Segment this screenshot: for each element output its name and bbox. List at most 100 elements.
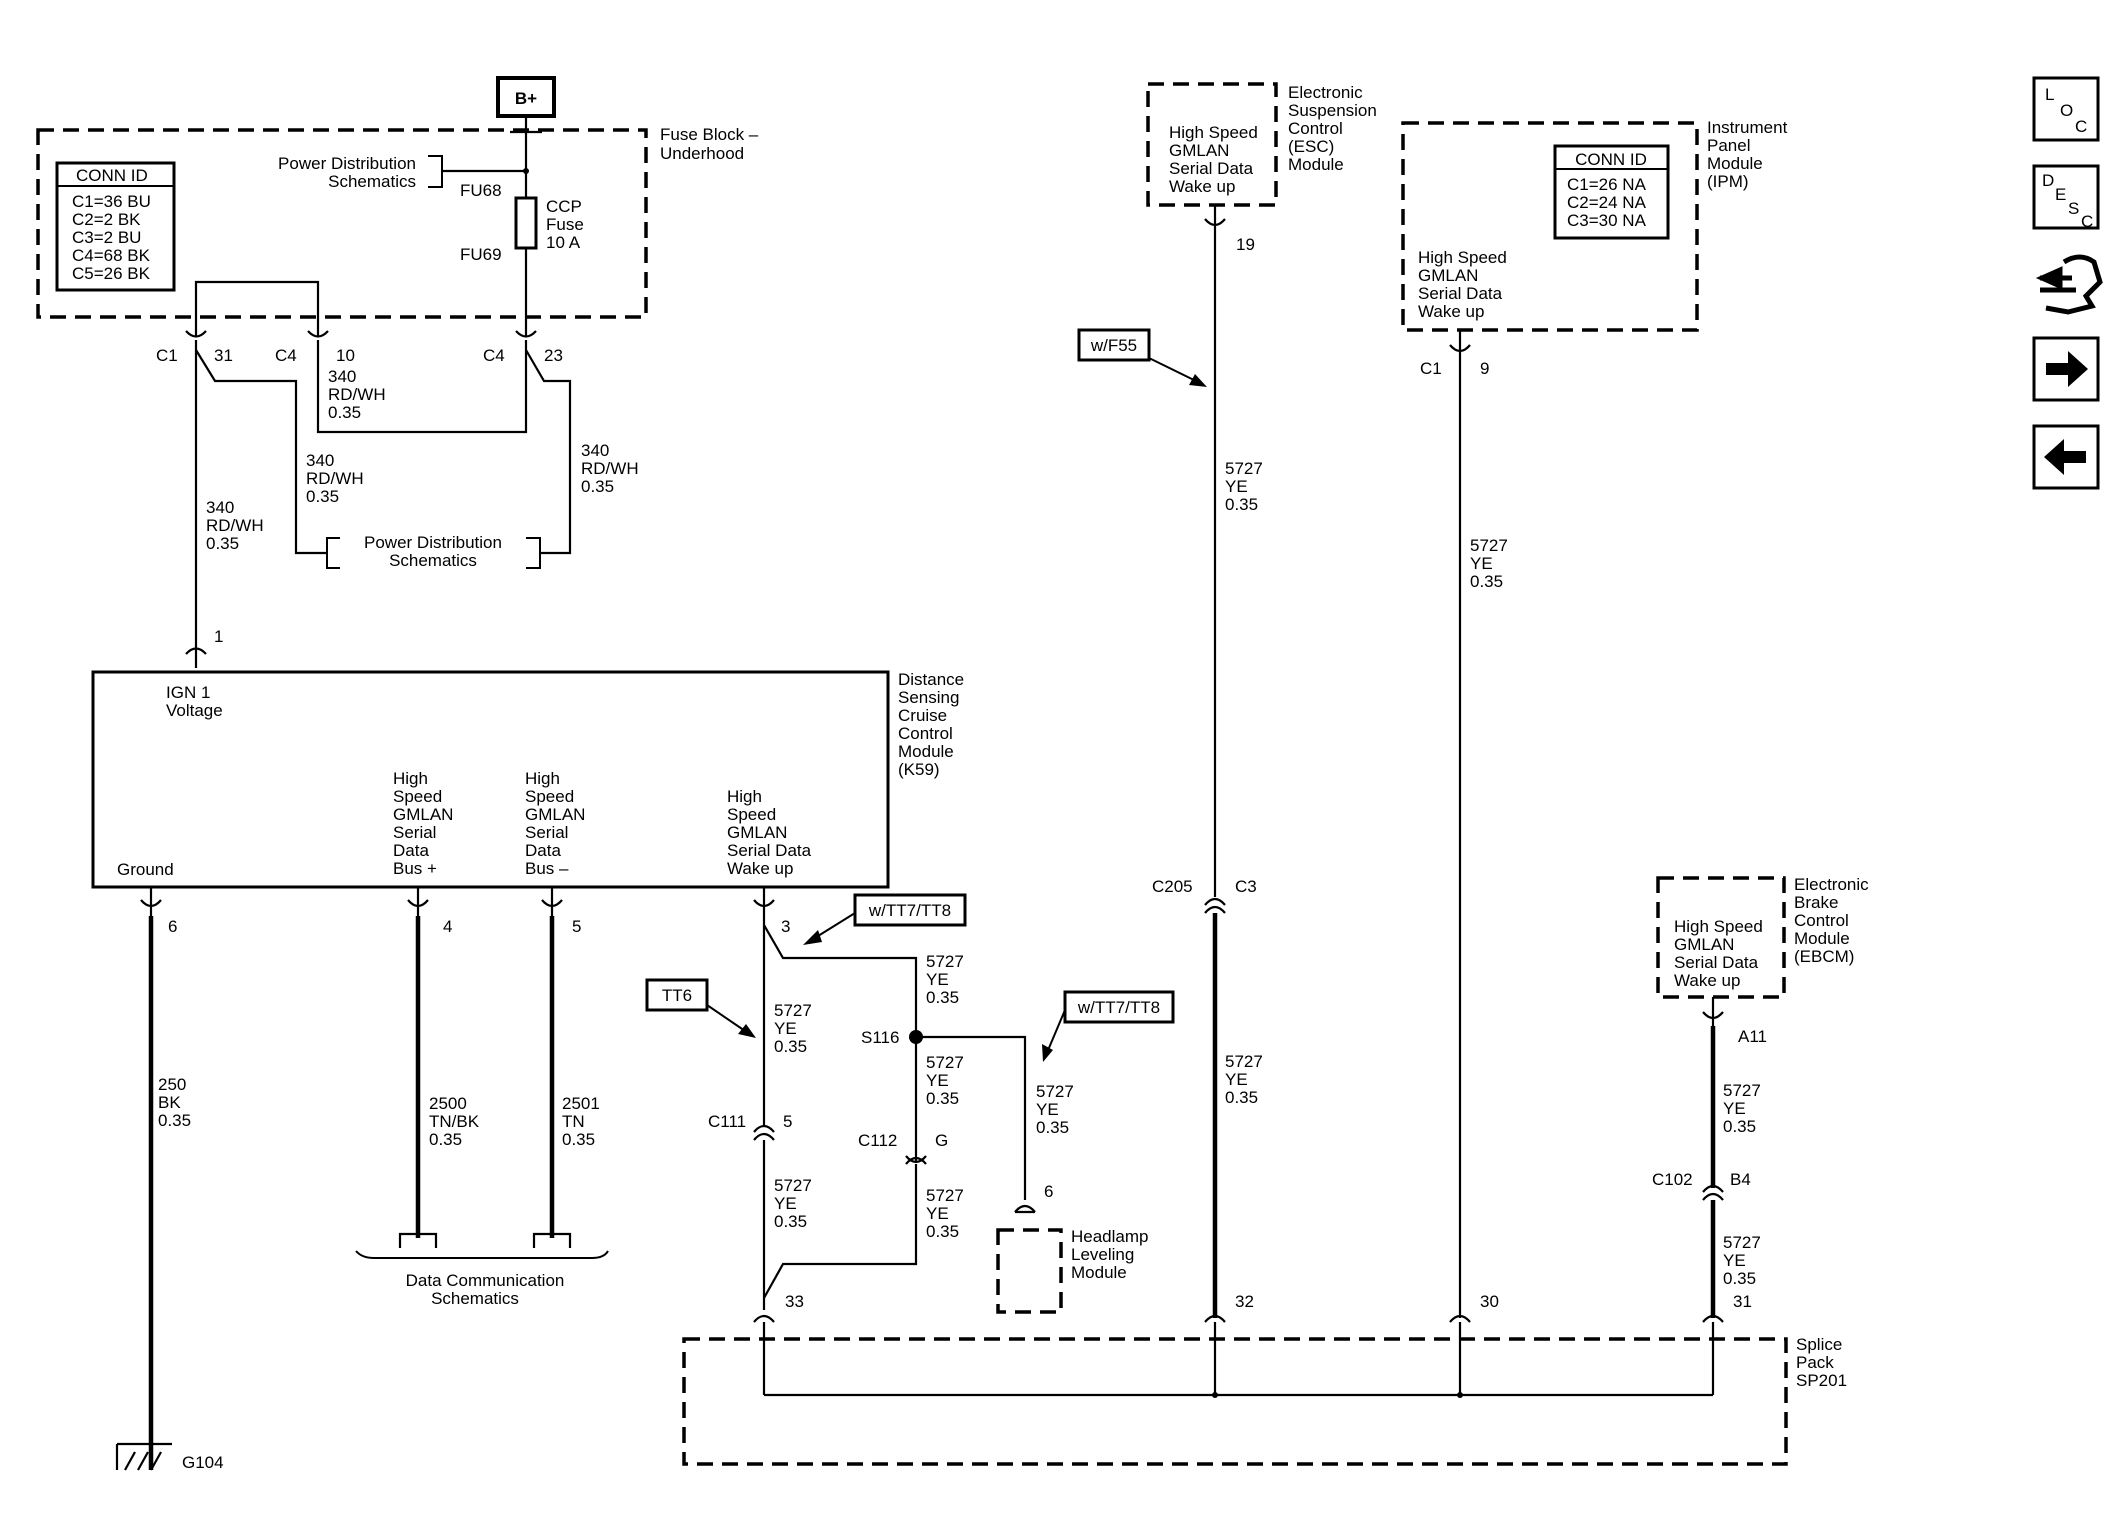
svg-text:0.35: 0.35 [1225, 495, 1258, 514]
svg-text:C112: C112 [858, 1131, 897, 1150]
svg-text:L: L [2045, 85, 2054, 104]
svg-text:B4: B4 [1730, 1170, 1751, 1189]
wire-label-5727: 5727 YE 0.35 [1723, 1233, 1761, 1288]
svg-text:G: G [935, 1131, 948, 1150]
svg-text:5727: 5727 [1723, 1081, 1761, 1100]
svg-text:9: 9 [1480, 359, 1489, 378]
svg-text:5727: 5727 [1723, 1233, 1761, 1252]
previous-page-button[interactable] [2032, 424, 2100, 490]
ground-g104: G104 [115, 1442, 224, 1472]
svg-text:D: D [2042, 171, 2054, 190]
svg-text:C111: C111 [708, 1112, 746, 1131]
svg-text:30: 30 [1480, 1292, 1499, 1311]
svg-text:YE: YE [1225, 477, 1248, 496]
conn-id-item: C1=36 BU [72, 192, 151, 211]
svg-text:IGN 1: IGN 1 [166, 683, 210, 702]
svg-text:RD/WH: RD/WH [328, 385, 386, 404]
svg-text:5727: 5727 [1225, 1052, 1263, 1071]
svg-text:10 A: 10 A [546, 233, 581, 252]
svg-text:10: 10 [336, 346, 355, 365]
fu68-label: FU68 [460, 181, 502, 200]
splice-s116 [909, 1030, 923, 1044]
wire-label-340: 340 RD/WH 0.35 [581, 441, 639, 496]
conn-id-item: C3=2 BU [72, 228, 141, 247]
conn-id-item: C5=26 BK [72, 264, 151, 283]
wire-label-5727: 5727 YE 0.35 [1225, 459, 1263, 514]
svg-text:6: 6 [1044, 1182, 1053, 1201]
svg-text:Instrument: Instrument [1707, 118, 1788, 137]
svg-text:BK: BK [158, 1093, 181, 1112]
connector-c1: C1 [156, 346, 178, 365]
svg-text:0.35: 0.35 [1225, 1088, 1258, 1107]
connector-c4: C4 [483, 346, 505, 365]
splice-pack-sp201: Splice Pack SP201 33 32 30 31 [682, 1292, 1847, 1466]
svg-text:5727: 5727 [926, 1186, 964, 1205]
svg-text:0.35: 0.35 [581, 477, 614, 496]
svg-text:GMLAN: GMLAN [1169, 141, 1229, 160]
svg-text:RD/WH: RD/WH [306, 469, 364, 488]
svg-text:Serial Data: Serial Data [1418, 284, 1503, 303]
svg-text:0.35: 0.35 [562, 1130, 595, 1149]
wire-label-5727: 5727 YE 0.35 [926, 952, 964, 1007]
svg-text:0.35: 0.35 [158, 1111, 191, 1130]
svg-text:Wake up: Wake up [1169, 177, 1235, 196]
svg-text:Schematics: Schematics [328, 172, 416, 191]
svg-text:5: 5 [572, 917, 581, 936]
svg-text:Headlamp: Headlamp [1071, 1227, 1149, 1246]
svg-text:YE: YE [1470, 554, 1493, 573]
svg-text:Sensing: Sensing [898, 688, 959, 707]
svg-text:250: 250 [158, 1075, 186, 1094]
svg-text:0.35: 0.35 [774, 1212, 807, 1231]
svg-text:C2=24 NA: C2=24 NA [1567, 193, 1647, 212]
svg-text:Serial Data: Serial Data [1674, 953, 1759, 972]
svg-text:6: 6 [168, 917, 177, 936]
svg-text:High: High [727, 787, 762, 806]
svg-text:1: 1 [214, 627, 223, 646]
svg-text:TN: TN [562, 1112, 585, 1131]
svg-text:31: 31 [1733, 1292, 1752, 1311]
svg-text:4: 4 [443, 917, 452, 936]
svg-text:Voltage: Voltage [166, 701, 223, 720]
svg-text:Control: Control [898, 724, 953, 743]
wire-label-250: 250 BK 0.35 [158, 1075, 191, 1130]
svg-text:YE: YE [926, 1071, 949, 1090]
svg-text:(K59): (K59) [898, 760, 940, 779]
svg-text:C102: C102 [1652, 1170, 1693, 1189]
svg-text:Fuse: Fuse [546, 215, 584, 234]
conn-id-item: C4=68 BK [72, 246, 151, 265]
location-button[interactable]: L O C [2032, 76, 2100, 142]
svg-text:Speed: Speed [727, 805, 776, 824]
svg-text:0.35: 0.35 [1470, 572, 1503, 591]
next-page-button[interactable] [2032, 336, 2100, 402]
description-button[interactable]: D E S C [2032, 164, 2100, 231]
svg-text:Serial Data: Serial Data [727, 841, 812, 860]
svg-text:0.35: 0.35 [926, 1222, 959, 1241]
k59-pins: 6 4 5 3 [140, 887, 790, 936]
svg-text:Serial Data: Serial Data [1169, 159, 1254, 178]
module-k59: Distance Sensing Cruise Control Module (… [91, 670, 964, 889]
svg-text:TT6: TT6 [662, 986, 692, 1005]
schematic-hand-icon[interactable] [2035, 254, 2103, 315]
option-tt6: TT6 [645, 978, 756, 1038]
svg-text:GMLAN: GMLAN [393, 805, 453, 824]
svg-text:C3=30 NA: C3=30 NA [1567, 211, 1647, 230]
svg-text:5727: 5727 [1036, 1082, 1074, 1101]
svg-text:32: 32 [1235, 1292, 1254, 1311]
svg-text:2501: 2501 [562, 1094, 600, 1113]
svg-text:5727: 5727 [926, 1053, 964, 1072]
svg-text:GMLAN: GMLAN [525, 805, 585, 824]
svg-text:0.35: 0.35 [206, 534, 239, 553]
wire-label-5727: 5727 YE 0.35 [1225, 1052, 1263, 1107]
arrow-right-icon [2046, 351, 2088, 387]
svg-text:C1=26 NA: C1=26 NA [1567, 175, 1647, 194]
option-f55: w/F55 [1077, 328, 1207, 387]
wire-label-2500: 2500 TN/BK 0.35 [429, 1094, 480, 1149]
svg-text:C: C [2081, 212, 2093, 231]
svg-text:YE: YE [1723, 1251, 1746, 1270]
svg-text:S: S [2068, 199, 2079, 218]
fuse-label: CCP [546, 197, 582, 216]
svg-text:Cruise: Cruise [898, 706, 947, 725]
wire-label-5727: 5727 YE 0.35 [1470, 536, 1508, 591]
svg-text:(EBCM): (EBCM) [1794, 947, 1854, 966]
